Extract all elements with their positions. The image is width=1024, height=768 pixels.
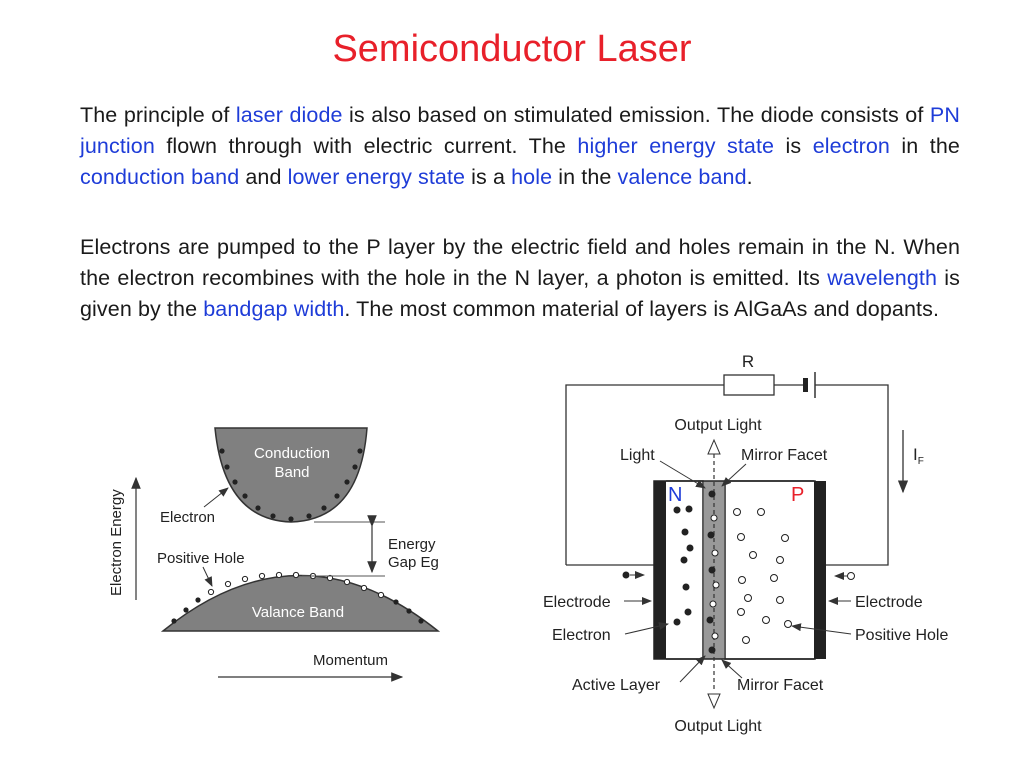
text-run: . The most common material of layers is … [344,297,940,321]
text-run: is [774,134,813,158]
gap-label: Gap Eg [388,554,439,571]
text-run: and [239,165,288,189]
band-label: Band [274,464,309,481]
text-run: is also based on stimulated emission. Th… [342,103,930,127]
output-light-bottom-label: Output Light [674,718,762,735]
active-layer-label: Active Layer [572,677,661,694]
resistor [723,374,775,396]
highlighted-term: conduction band [80,165,240,189]
active-particles [706,490,720,654]
band-diagram: Conduction Band Valance Band Energy Gap … [108,427,441,682]
p-label: P [791,484,804,506]
highlighted-term: lower energy state [287,165,466,189]
highlighted-term: higher energy state [577,134,775,158]
valance-band-label: Valance Band [252,604,344,621]
valence-electrons [171,597,424,624]
current-label: IF [913,445,924,467]
mirror-facet-bottom-label: Mirror Facet [737,677,824,694]
electrode-right-bar [814,481,826,659]
text-run: Electrons are pumped to the P layer by t… [80,235,960,290]
n-label: N [668,484,682,506]
electrode-left-label: Electrode [543,594,611,611]
positive-hole-right-label: Positive Hole [855,627,948,644]
highlighted-term: hole [511,165,553,189]
light-label: Light [620,447,655,464]
valence-holes [207,571,385,599]
text-run: The principle of [80,103,236,127]
highlighted-term: PN junction [80,103,960,158]
n-electrons [673,505,694,626]
p-layer [724,480,816,660]
positive-hole-label: Positive Hole [157,550,245,567]
energy-label: Energy [388,536,436,553]
resistor-label: R [742,352,754,371]
p-holes [733,508,792,644]
slide-title: Semiconductor Laser [332,28,692,70]
text-run: in the [552,165,618,189]
paragraph-principle: The principle of laser diode is also bas… [80,100,960,193]
highlighted-term: electron [812,134,890,158]
text-run: is a [465,165,512,189]
conduction-electrons [219,448,363,522]
text-run: flown through with electric current. The [154,134,578,158]
highlighted-term: bandgap width [203,297,345,321]
highlighted-term: laser diode [235,103,343,127]
electron-left-label: Electron [552,627,611,644]
electrode-left-bar [654,481,666,659]
highlighted-term: valence band [617,165,747,189]
paragraph-mechanism: Electrons are pumped to the P layer by t… [80,232,960,325]
mirror-facet-top-label: Mirror Facet [741,447,828,464]
highlighted-term: wavelength [827,266,938,290]
text-run: in the [890,134,960,158]
x-axis-label: Momentum [313,652,388,669]
electrode-right-label: Electrode [855,594,923,611]
conduction-band-shape [214,427,368,523]
y-axis-label: Electron Energy [108,489,125,596]
text-run: is given by the [80,266,960,321]
conduction-label: Conduction [254,445,330,462]
text-run: . [746,165,753,189]
output-light-top-label: Output Light [674,417,762,434]
laser-diode-diagram: R IF Output Light Output Light Light Mir… [543,352,948,735]
electron-label: Electron [160,509,215,526]
